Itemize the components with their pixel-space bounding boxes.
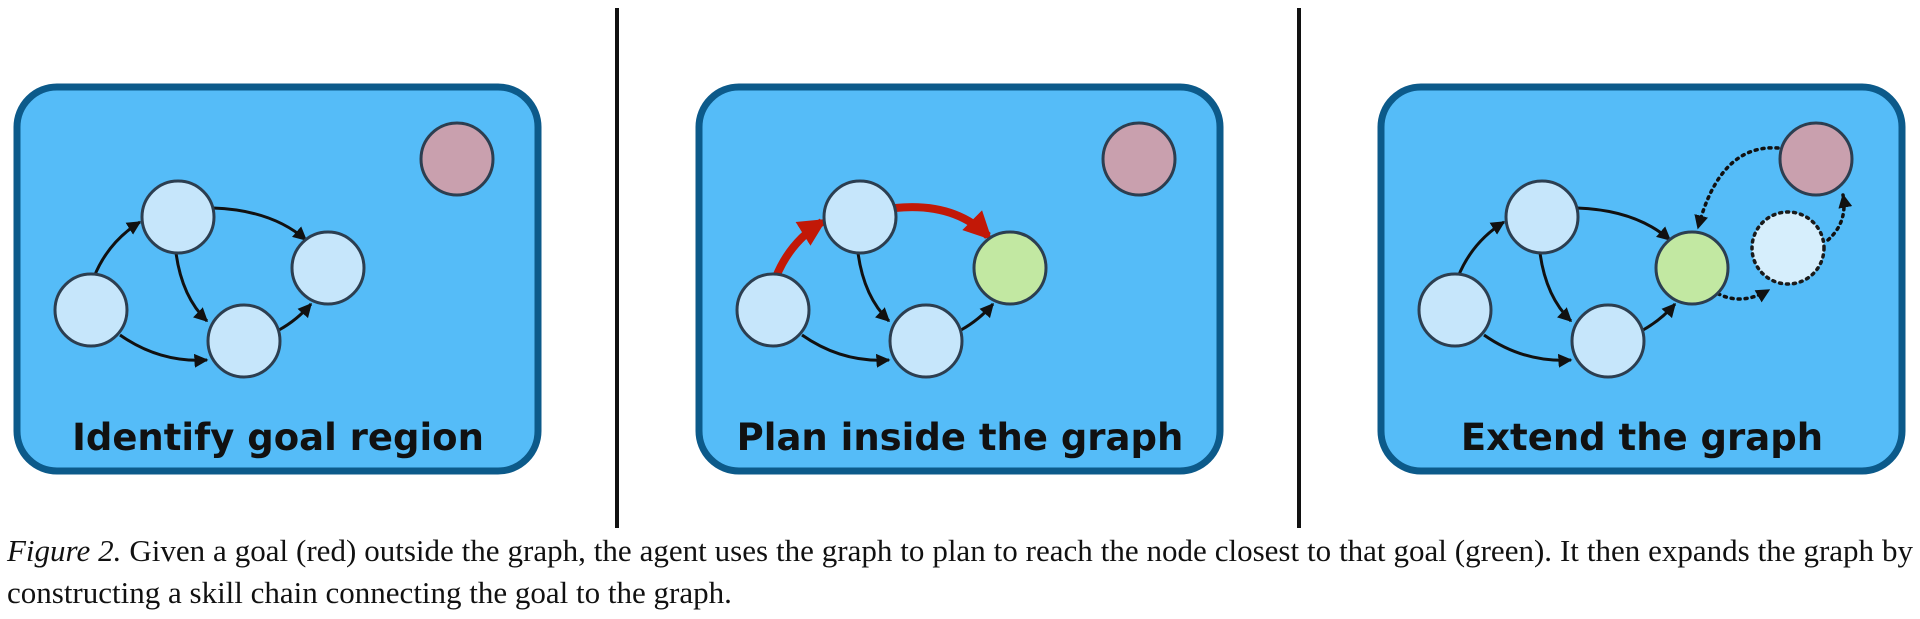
panel-identify-goal-region: Identify goal region: [13, 83, 542, 475]
edge: [960, 302, 995, 332]
graph-node: [888, 303, 964, 379]
caption-text: Given a goal (red) outside the graph, th…: [7, 533, 1913, 610]
skill-chain-edge: [1710, 288, 1771, 303]
graph-node: [1570, 303, 1646, 379]
new-skill-node: [1750, 210, 1826, 286]
closest-node: [1654, 230, 1730, 306]
edge: [1642, 302, 1677, 332]
panel-title: Extend the graph: [1461, 416, 1823, 459]
panel-extend-graph: Extend the graph: [1377, 83, 1906, 475]
edge: [212, 206, 308, 242]
plan-edge: [772, 218, 827, 279]
panel-title: Identify goal region: [72, 416, 484, 459]
graph-node: [290, 230, 366, 306]
edge: [174, 252, 209, 323]
panel-title: Plan inside the graph: [737, 416, 1184, 459]
edge: [278, 302, 313, 332]
edge: [1576, 206, 1672, 242]
figure-diagram: Identify goal region Plan inside the gra…: [13, 8, 1906, 528]
closest-node: [972, 230, 1048, 306]
goal-node: [1101, 121, 1177, 197]
edge: [1483, 333, 1573, 368]
graph-node: [1417, 272, 1493, 348]
edge: [1456, 220, 1506, 278]
edge: [119, 333, 209, 368]
goal-node: [1778, 121, 1854, 197]
skill-chain-edge: [1826, 193, 1853, 242]
goal-node: [419, 121, 495, 197]
edge: [92, 220, 142, 278]
graph-node: [140, 179, 216, 255]
edge: [1538, 252, 1573, 323]
edge: [801, 333, 891, 368]
graph-node: [53, 272, 129, 348]
caption-label: Figure 2.: [7, 533, 122, 568]
graph-node: [822, 179, 898, 255]
panel-background: [13, 83, 542, 475]
panel-background: [1377, 83, 1906, 475]
panel-plan-inside-graph: Plan inside the graph: [695, 83, 1224, 475]
panel-background: [695, 83, 1224, 475]
skill-chain-edge: [1694, 146, 1780, 230]
graph-node: [206, 303, 282, 379]
graph-node: [735, 272, 811, 348]
plan-edge: [894, 203, 992, 240]
edge: [856, 252, 891, 323]
graph-node: [1504, 179, 1580, 255]
figure-caption: Figure 2. Given a goal (red) outside the…: [7, 530, 1913, 614]
